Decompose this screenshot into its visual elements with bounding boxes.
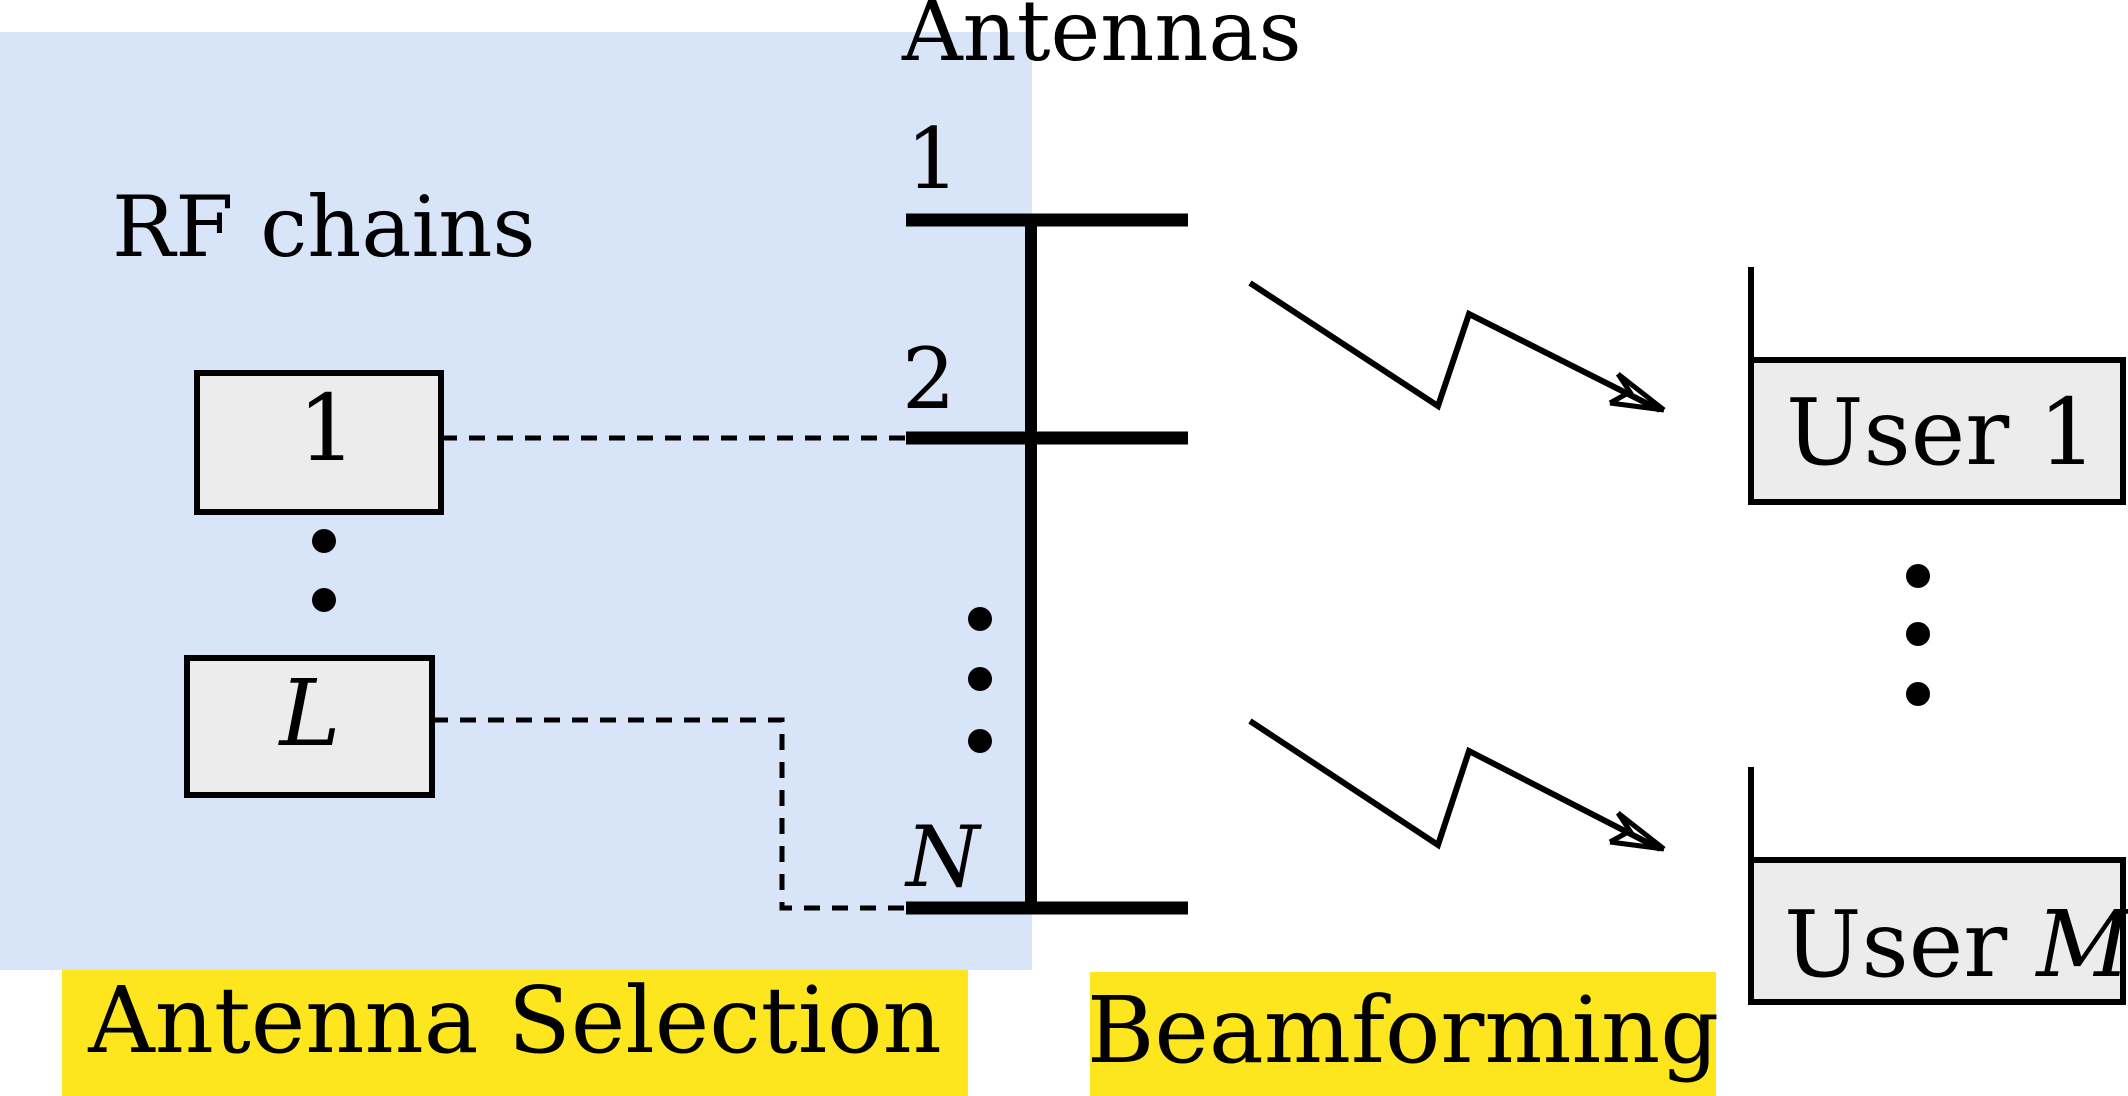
rf-chain-l: L — [184, 655, 435, 798]
selection-region — [0, 32, 1032, 970]
user-m-box — [1748, 857, 2126, 1005]
user-m-label: User M — [1784, 891, 2128, 998]
ellipsis-dot — [1906, 682, 1930, 706]
user-ellipsis — [1906, 564, 1930, 706]
user-1-prefix: User — [1786, 379, 2038, 486]
rf-chain-1-label: 1 — [298, 375, 357, 482]
lightning-arrow — [1248, 280, 1662, 413]
rf-chain-1: 1 — [194, 370, 444, 515]
antenna-1-label: 1 — [906, 110, 959, 208]
user-1: User 1 — [1748, 267, 2126, 505]
antenna-1: 1 — [906, 110, 1188, 227]
arrowhead — [1608, 372, 1666, 413]
user-1-box — [1748, 357, 2126, 505]
antenna-ellipsis — [968, 607, 992, 753]
wireless-link-user-m — [1248, 718, 1666, 852]
user-m-index: M — [2034, 891, 2128, 998]
lightning-arrow — [1248, 718, 1662, 852]
rf-chains-heading: RF chains — [112, 178, 536, 276]
rf-chain-l-label: L — [277, 660, 340, 767]
ellipsis-dot — [1906, 622, 1930, 646]
antennas-heading: Antennas — [901, 0, 1302, 80]
beamforming-banner-bg — [1090, 972, 1716, 1096]
ellipsis-dot — [312, 588, 336, 612]
rf-chain-l-box — [184, 655, 435, 798]
ellipsis-dot — [1906, 564, 1930, 588]
antenna-2: 2 — [902, 330, 1188, 445]
antenna-selection-banner-bg — [62, 970, 968, 1096]
ellipsis-dot — [312, 529, 336, 553]
beamforming-banner-label: Beamforming — [1087, 977, 1719, 1084]
connection-rfl-antennan — [432, 717, 906, 911]
user-m: User M — [1748, 767, 2128, 1005]
arrowhead — [1608, 811, 1666, 852]
antenna-2-label: 2 — [902, 330, 955, 428]
rf-chain-ellipsis — [312, 529, 336, 612]
ellipsis-dot — [968, 607, 992, 631]
user-1-index: 1 — [2038, 379, 2097, 486]
rf-chain-1-box — [194, 370, 444, 515]
antenna-selection-banner-label: Antenna Selection — [87, 967, 942, 1074]
antenna-n-label: N — [904, 808, 982, 906]
user-m-prefix: User — [1784, 891, 2036, 998]
ellipsis-dot — [968, 667, 992, 691]
wireless-link-user-1 — [1248, 280, 1666, 413]
antenna-selection-banner: Antenna Selection — [62, 967, 968, 1096]
ellipsis-dot — [968, 729, 992, 753]
beamforming-banner: Beamforming — [1087, 972, 1719, 1096]
user-1-label: User 1 — [1786, 379, 2097, 486]
antenna-n: N — [904, 808, 1188, 915]
